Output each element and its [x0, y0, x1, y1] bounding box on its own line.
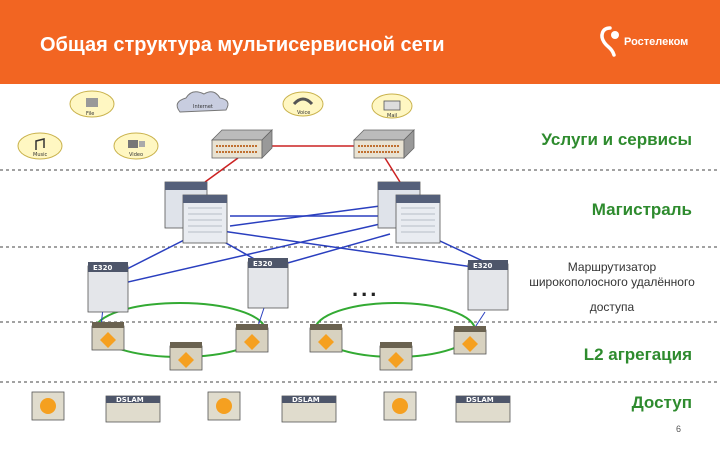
ellipsis-more-routers: ... [352, 276, 380, 301]
svg-text:Music: Music [33, 152, 47, 158]
svg-text:Video: Video [129, 152, 143, 158]
dslam-2: DSLAM [281, 395, 337, 423]
service-music: Music [17, 132, 63, 160]
svg-text:E320: E320 [473, 262, 493, 270]
cloud-icon [176, 91, 229, 113]
layer-label-bras: Маршрутизатор широкополосного удалённого… [510, 260, 714, 315]
svg-text:E320: E320 [253, 260, 273, 268]
olt-1 [31, 391, 65, 421]
service-video: Video [113, 132, 159, 160]
page-number: 6 [676, 424, 682, 434]
logo-text: Ростелеком [624, 36, 689, 48]
dslam-3: DSLAM [455, 395, 511, 423]
l2-switch-1 [91, 322, 125, 351]
music-icon [35, 138, 45, 150]
dslam-1: DSLAM [105, 395, 161, 423]
l2-switch-4 [309, 324, 343, 353]
bras-line-3: доступа [589, 300, 635, 314]
layer-label-backbone: Магистраль [591, 200, 692, 219]
network-diagram: File Internet Voice Mail Music Video [0, 90, 720, 423]
core-router-right [377, 181, 441, 244]
svg-text:E320: E320 [93, 264, 113, 272]
svg-text:Voice: Voice [297, 110, 310, 116]
edge-router-3: E320 [467, 260, 509, 311]
layer-label-access: Доступ [631, 393, 692, 412]
service-voice: Voice [282, 91, 324, 117]
svg-text:File: File [86, 111, 94, 117]
svg-text:DSLAM: DSLAM [116, 396, 144, 404]
service-internet: Internet [176, 91, 229, 113]
envelope-icon [383, 100, 401, 111]
l2-switch-3 [235, 324, 269, 353]
service-file: File [69, 90, 115, 118]
svg-text:DSLAM: DSLAM [292, 396, 320, 404]
core-router-left [164, 181, 228, 244]
service-mail: Mail [371, 93, 413, 119]
edge-router-1: E320 [87, 262, 129, 313]
layer-label-l2: L2 агрегация [583, 345, 692, 364]
layer-label-services: Услуги и сервисы [541, 130, 692, 149]
video-icon [128, 140, 138, 148]
olt-3 [383, 391, 417, 421]
l2-rings [94, 302, 486, 358]
service-router-left [211, 129, 273, 159]
svg-text:Mail: Mail [387, 113, 397, 119]
edge-router-2: E320 [247, 258, 289, 309]
olt-2 [207, 391, 241, 421]
slide-header [0, 0, 720, 84]
slide-title: Общая структура мультисервисной сети [40, 34, 445, 56]
folder-icon [86, 98, 98, 107]
bras-line-2: широкополосного удалённого [529, 275, 695, 289]
l2-switch-2 [169, 342, 203, 371]
svg-text:DSLAM: DSLAM [466, 396, 494, 404]
bras-line-1: Маршрутизатор [567, 260, 657, 274]
service-router-right [353, 129, 415, 159]
rostelecom-logo-icon [600, 26, 619, 57]
phone-icon [292, 97, 314, 106]
svg-text:Internet: Internet [193, 104, 213, 110]
l2-switch-5 [379, 342, 413, 371]
l2-switch-6 [453, 326, 487, 355]
